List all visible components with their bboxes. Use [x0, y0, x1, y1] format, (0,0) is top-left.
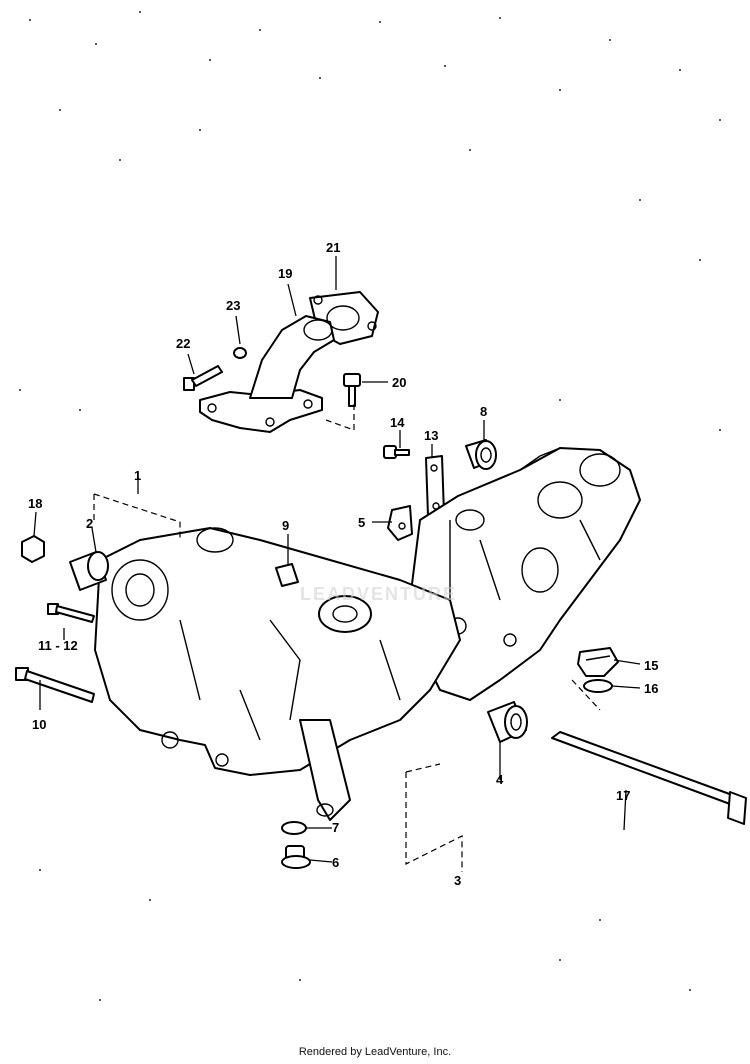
callout-9: 9 — [282, 518, 289, 533]
footer-credit: Rendered by LeadVenture, Inc. — [298, 1046, 452, 1058]
callout-13: 13 — [424, 428, 438, 443]
callout-8: 8 — [480, 404, 487, 419]
part-6-bolt — [281, 845, 311, 869]
callout-4: 4 — [496, 772, 504, 787]
part-8-bearing — [465, 439, 497, 470]
callout-3: 3 — [454, 873, 461, 888]
callout-21: 21 — [326, 240, 340, 255]
left-crankcase — [94, 527, 461, 821]
part-7-washer — [281, 821, 307, 835]
part-14-bolt — [383, 445, 410, 459]
part-15-plug — [577, 647, 619, 677]
callout-11-12: 11 - 12 — [38, 638, 78, 653]
part-4-bearing — [487, 701, 528, 743]
part-5-clip — [387, 505, 413, 541]
callout-17: 17 — [616, 788, 630, 803]
part-2-bearing — [69, 551, 109, 591]
part-19-intake-pipe — [199, 315, 335, 433]
callout-10: 10 — [32, 717, 46, 732]
callout-5: 5 — [358, 515, 365, 530]
part-16-washer — [583, 679, 613, 693]
callout-19: 19 — [278, 266, 292, 281]
part-17-stud — [551, 731, 747, 825]
part-11-12-bolt — [47, 603, 95, 623]
callout-1: 1 — [134, 468, 141, 483]
callout-18: 18 — [28, 496, 42, 511]
watermark: LEADVENTURE — [300, 584, 457, 604]
callout-16: 16 — [644, 681, 658, 696]
callout-15: 15 — [644, 658, 658, 673]
part-18-nut — [21, 535, 45, 563]
scan-noise — [19, 11, 721, 1001]
callout-6: 6 — [332, 855, 339, 870]
part-23-washer — [233, 347, 247, 359]
leader-lines — [33, 256, 641, 872]
callout-7: 7 — [332, 820, 339, 835]
part-20-bolt — [343, 373, 361, 407]
callout-20: 20 — [392, 375, 406, 390]
part-9-dowel — [275, 563, 299, 587]
callout-22: 22 — [176, 336, 190, 351]
part-10-bolt — [15, 667, 95, 703]
callout-23: 23 — [226, 298, 240, 313]
callout-2: 2 — [86, 516, 93, 531]
callout-labels: 1 2 3 4 5 6 7 8 9 10 11 - 12 13 14 15 16… — [28, 240, 658, 888]
part-22-bolt — [183, 365, 223, 391]
callout-14: 14 — [390, 415, 405, 430]
